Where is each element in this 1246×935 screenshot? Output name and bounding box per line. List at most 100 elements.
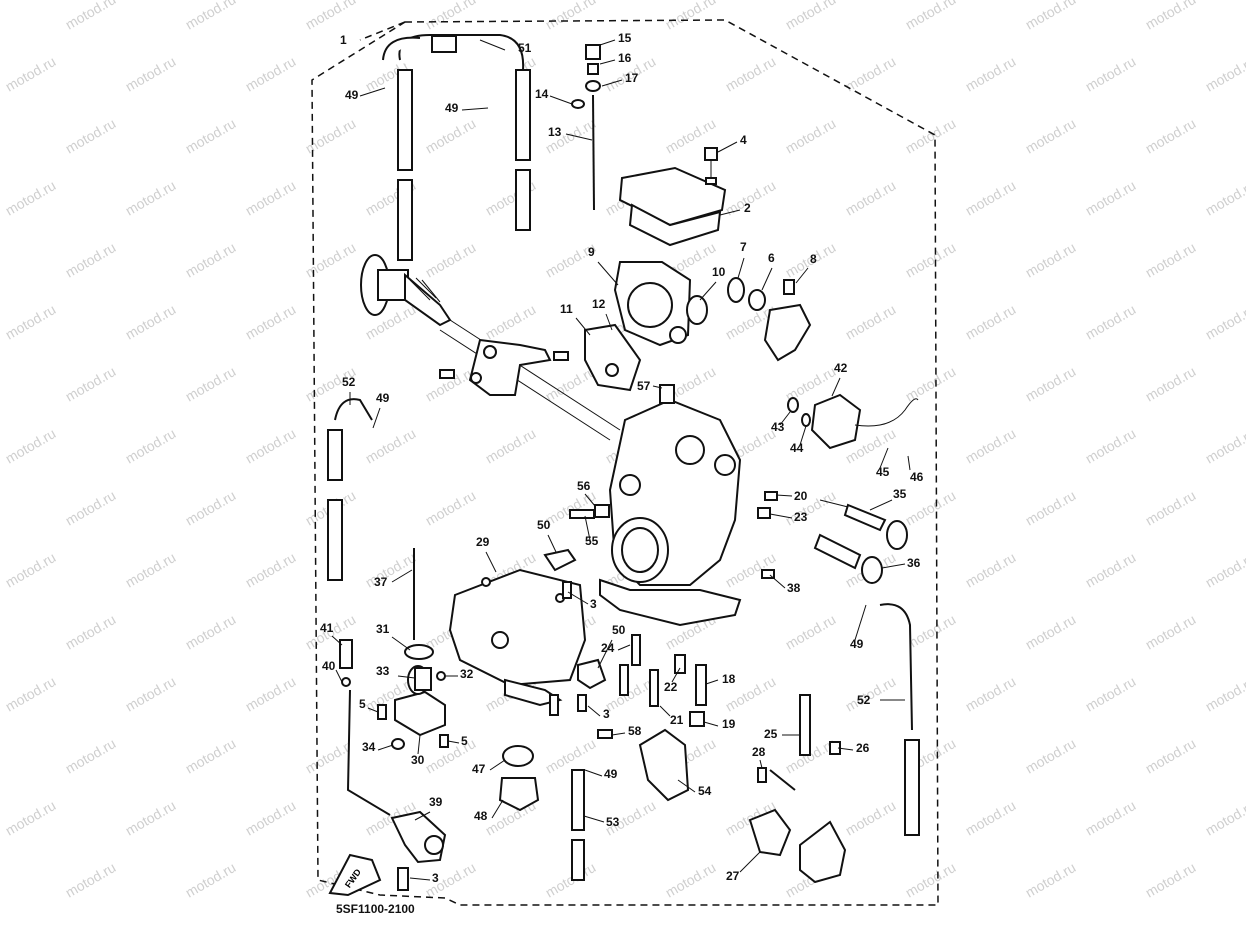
callout-3: 3 <box>603 707 610 721</box>
vent-hose-51 <box>382 34 531 261</box>
throttle-lever-bracket <box>439 338 569 396</box>
watermark-text: motod.ru <box>1143 487 1199 528</box>
throttle-valve-9 <box>613 261 692 347</box>
carburetor-body <box>599 384 742 627</box>
boot-27 <box>748 808 847 884</box>
leader-line <box>739 851 761 873</box>
leader-line <box>587 705 601 717</box>
callout-30: 30 <box>411 753 425 767</box>
watermark-text: motod.ru <box>183 115 239 156</box>
leader-line <box>583 815 605 823</box>
leader-line <box>869 499 893 511</box>
watermark-text: motod.ru <box>543 735 599 776</box>
leader-line <box>584 769 603 777</box>
watermark-text: motod.ru <box>1203 177 1246 218</box>
watermark-text: motod.ru <box>123 549 179 590</box>
watermark-text: motod.ru <box>1083 797 1139 838</box>
throttle-shaft-assembly <box>360 254 621 441</box>
vent-hose-52-left <box>327 398 373 581</box>
watermark-text: motod.ru <box>63 239 119 280</box>
washer-6 <box>748 289 766 311</box>
leader-line <box>881 563 906 569</box>
watermark-text: motod.ru <box>963 549 1019 590</box>
watermark-text: motod.ru <box>903 487 959 528</box>
callout-18: 18 <box>722 672 736 686</box>
fwd-arrow: FWD <box>328 853 382 897</box>
leader-line <box>372 407 381 429</box>
watermark-text: motod.ru <box>1203 797 1246 838</box>
leader-line <box>759 759 763 769</box>
callout-36: 36 <box>907 556 921 570</box>
watermark-text: motod.ru <box>123 301 179 342</box>
watermark-text: motod.ru <box>963 425 1019 466</box>
callout-20: 20 <box>794 489 808 503</box>
callout-25: 25 <box>764 727 778 741</box>
leader-line <box>671 667 681 683</box>
watermark-text: motod.ru <box>423 0 479 33</box>
leader-line <box>547 534 557 553</box>
leader-line <box>565 133 593 141</box>
watermark-text: motod.ru <box>483 425 539 466</box>
watermark-text: motod.ru <box>783 0 839 33</box>
leader-line <box>659 705 671 717</box>
watermark-text: motod.ru <box>63 115 119 156</box>
callout-9: 9 <box>588 245 595 259</box>
watermark-text: motod.ru <box>423 115 479 156</box>
leader-line <box>397 675 416 679</box>
callout-27: 27 <box>726 869 740 883</box>
watermark-text: motod.ru <box>63 363 119 404</box>
callout-42: 42 <box>834 361 848 375</box>
watermark-text: motod.ru <box>483 301 539 342</box>
watermark-text: motod.ru <box>63 611 119 652</box>
watermark-text: motod.ru <box>1203 425 1246 466</box>
watermark-text: motod.ru <box>1083 549 1139 590</box>
leader-line <box>717 141 738 153</box>
callout-19: 19 <box>722 717 736 731</box>
top-cover-2 <box>618 166 727 247</box>
watermark-text: motod.ru <box>543 487 599 528</box>
callout-45: 45 <box>876 465 890 479</box>
cover-54 <box>638 728 690 802</box>
watermark-text: motod.ru <box>363 549 419 590</box>
watermark-text: motod.ru <box>243 177 299 218</box>
hot-starter-39 <box>390 810 447 891</box>
callout-7: 7 <box>740 240 747 254</box>
callout-49: 49 <box>604 767 618 781</box>
leader-line <box>769 513 793 519</box>
drain-plug-48-gasket-47 <box>498 745 540 812</box>
leader-line <box>831 377 841 397</box>
watermark-text: motod.ru <box>903 859 959 900</box>
watermark-text: motod.ru <box>1203 301 1246 342</box>
leader-line <box>367 707 379 713</box>
leader-line <box>761 267 773 291</box>
callout-15: 15 <box>618 31 632 45</box>
watermark-text: motod.ru <box>243 425 299 466</box>
watermark-text: motod.ru <box>423 239 479 280</box>
watermark-text: motod.ru <box>1083 53 1139 94</box>
watermark-text: motod.ru <box>963 797 1019 838</box>
assembly-boundary <box>311 19 939 906</box>
float-pin-37 <box>404 548 434 660</box>
watermark-text: motod.ru <box>1023 487 1079 528</box>
watermark-text: motod.ru <box>1143 735 1199 776</box>
leader-line <box>479 39 506 51</box>
callout-50: 50 <box>612 623 626 637</box>
callout-40: 40 <box>322 659 336 673</box>
callout-55: 55 <box>585 534 599 548</box>
leader-line <box>417 734 421 755</box>
watermark-text: motod.ru <box>3 301 59 342</box>
watermark-text: motod.ru <box>1023 239 1079 280</box>
overflow-tube-left <box>346 689 391 816</box>
watermark-text: motod.ru <box>783 115 839 156</box>
watermark-text: motod.ru <box>963 53 1019 94</box>
leader-line <box>584 515 591 541</box>
callout-22: 22 <box>664 680 678 694</box>
leader-line <box>359 87 386 97</box>
leader-line <box>611 732 626 736</box>
callout-26: 26 <box>856 741 870 755</box>
callout-29: 29 <box>476 535 490 549</box>
watermark-text: motod.ru <box>183 735 239 776</box>
callout-12: 12 <box>592 297 606 311</box>
watermark-text: motod.ru <box>1023 363 1079 404</box>
leader-line <box>652 385 663 389</box>
